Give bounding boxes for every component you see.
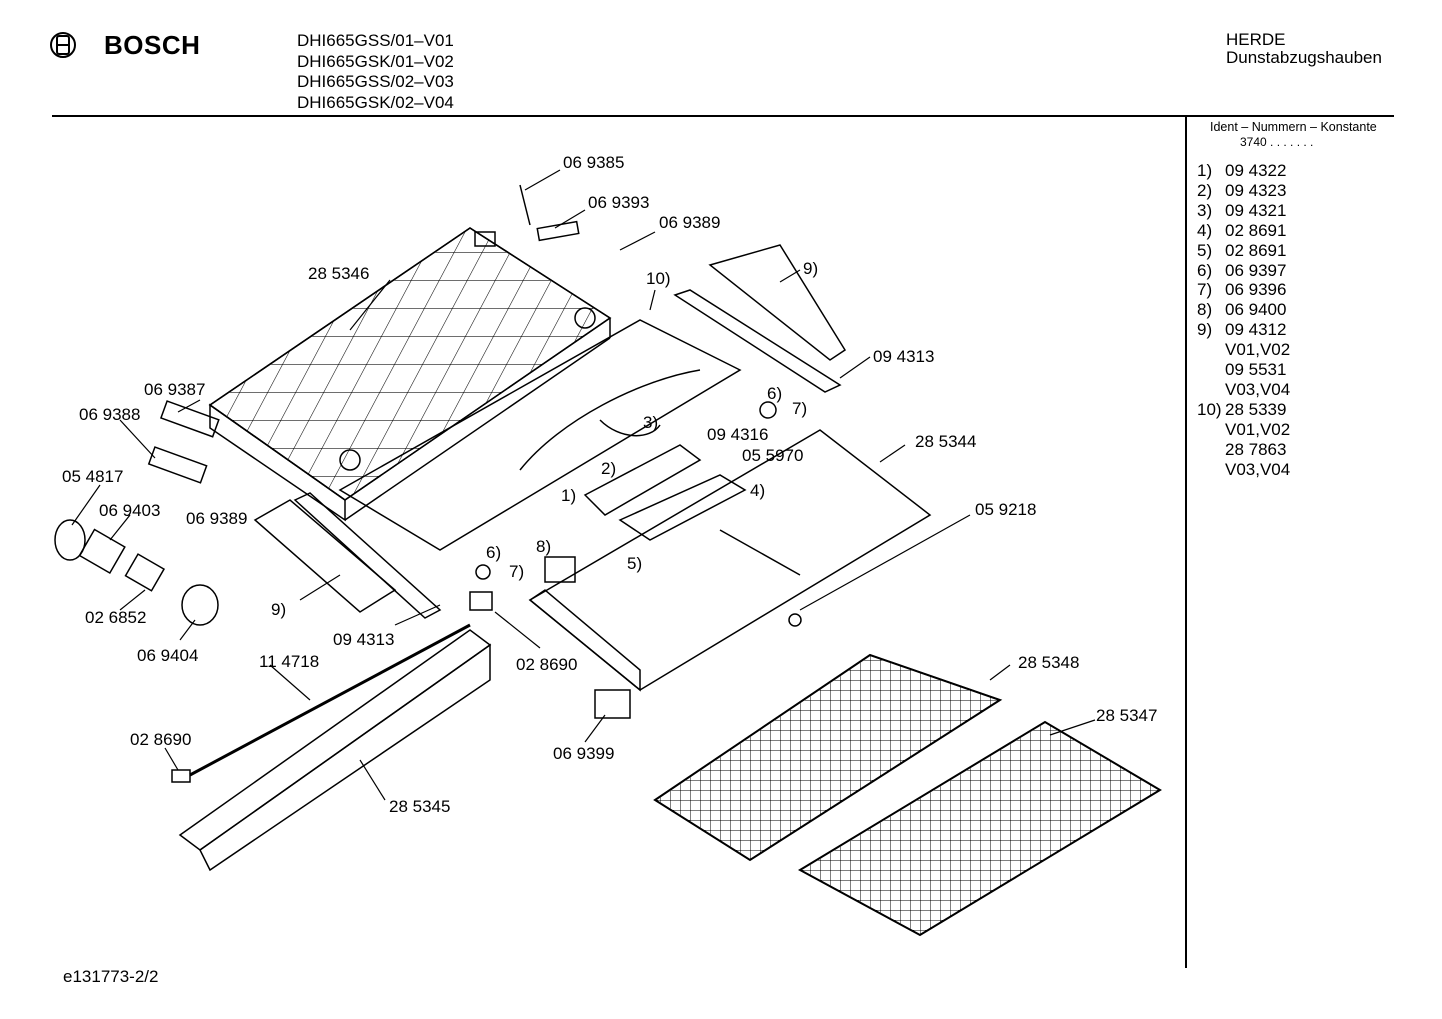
callout-label: 28 5344 (915, 432, 977, 451)
callout-label: 06 9385 (563, 153, 625, 172)
list-item: 4)02 8691 (1197, 220, 1287, 240)
model-number: DHI665GSK/02–V04 (297, 92, 454, 112)
model-number: DHI665GSS/02–V03 (297, 72, 454, 91)
model-list: DHI665GSS/01–V01 DHI665GSK/01–V02 DHI665… (297, 31, 454, 113)
callout-label: 7) (792, 399, 808, 418)
callout-label: 06 9399 (553, 744, 615, 763)
brand-name: BOSCH (104, 30, 201, 60)
ident-constant: 3740 . . . . . . . (1240, 135, 1314, 149)
callout-label: 10) (646, 269, 671, 288)
callout-label: 09 4316 (707, 425, 769, 444)
list-item: V03,V04 (1225, 379, 1291, 399)
rear-bracket (338, 319, 742, 551)
list-item: 09 5531 (1225, 360, 1287, 380)
callout-label: 5) (627, 554, 643, 573)
list-item: 7)06 9396 (1197, 280, 1287, 300)
callout-label: 09 4313 (333, 630, 395, 649)
list-item: 28 7863 (1225, 439, 1287, 459)
callout-label: 05 4817 (62, 467, 124, 486)
list-item: V01,V02 (1225, 419, 1291, 439)
list-item: 3)09 4321 (1197, 200, 1287, 220)
callout-label: 28 5348 (1018, 653, 1080, 672)
light-bar-housing (171, 623, 492, 872)
list-item: 8)06 9400 (1197, 300, 1287, 320)
callout-label: 7) (509, 562, 525, 581)
lamp-socket-assembly (54, 519, 219, 626)
header-divider (52, 115, 1394, 117)
bosch-armature-icon (50, 32, 76, 58)
leader-lines (71, 169, 1096, 801)
callout-label: 06 9389 (659, 213, 721, 232)
model-number: DHI665GSS/01–V01 (297, 31, 454, 50)
small-parts (147, 184, 777, 719)
callout-label: 02 8690 (130, 730, 192, 749)
callout-label: 9) (271, 600, 287, 619)
list-item: V01,V02 (1225, 340, 1291, 360)
callout-label: 11 4718 (259, 652, 320, 671)
callout-label: 05 5970 (742, 446, 804, 465)
list-item: 6)06 9397 (1197, 260, 1287, 280)
callout-label: 2) (601, 459, 617, 478)
callout-label: 06 9389 (186, 509, 248, 528)
callout-label: 28 5345 (389, 797, 451, 816)
callout-label: 06 9403 (99, 501, 161, 520)
callout-label: 09 4313 (873, 347, 935, 366)
document-code: e131773-2/2 (63, 967, 159, 986)
metal-filter-right (797, 720, 1162, 937)
callout-label: 06 9404 (137, 646, 199, 665)
part-number-list: 1)09 4322 2)09 4323 3)09 4321 4)02 8691 … (1197, 161, 1290, 480)
subcategory-title: Dunstabzugshauben (1226, 48, 1382, 67)
callout-label: 28 5346 (308, 264, 370, 283)
callout-label: 06 9393 (588, 193, 650, 212)
callout-label: 4) (750, 481, 766, 500)
callout-label: 28 5347 (1096, 706, 1158, 725)
callout-label: 6) (486, 543, 502, 562)
category-title: HERDE (1226, 30, 1286, 49)
sidebar-divider (1185, 116, 1187, 968)
control-board (519, 369, 747, 541)
bosch-logo (48, 30, 78, 60)
metal-filter-left (653, 653, 1003, 862)
exploded-view-drawing (54, 169, 1162, 937)
callout-label: 9) (803, 259, 819, 278)
left-trim-strip (253, 492, 442, 619)
callout-label: 06 9387 (144, 380, 206, 399)
list-item: V03,V04 (1225, 459, 1291, 479)
list-item: 2)09 4323 (1197, 180, 1287, 200)
callout-label: 3) (643, 413, 659, 432)
category-block: HERDE Dunstabzugshauben (1226, 31, 1382, 67)
model-number: DHI665GSK/01–V02 (297, 51, 454, 71)
callout-label: 6) (767, 384, 783, 403)
list-item: 10)28 5339 (1197, 399, 1287, 419)
list-item: 9)09 4312 (1197, 320, 1287, 340)
callout-label: 06 9388 (79, 405, 141, 424)
callout-label: 05 9218 (975, 500, 1037, 519)
ident-title: Ident – Nummern – Konstante (1210, 120, 1377, 134)
callout-label: 8) (536, 537, 552, 556)
callout-label: 02 6852 (85, 608, 147, 627)
right-trim-strip (673, 244, 847, 393)
list-item: 5)02 8691 (1197, 240, 1287, 260)
callout-label: 02 8690 (516, 655, 578, 674)
list-item: 1)09 4322 (1197, 161, 1287, 180)
upper-filter-frame (208, 227, 612, 522)
callout-label: 1) (561, 486, 577, 505)
hood-chassis (528, 429, 932, 692)
